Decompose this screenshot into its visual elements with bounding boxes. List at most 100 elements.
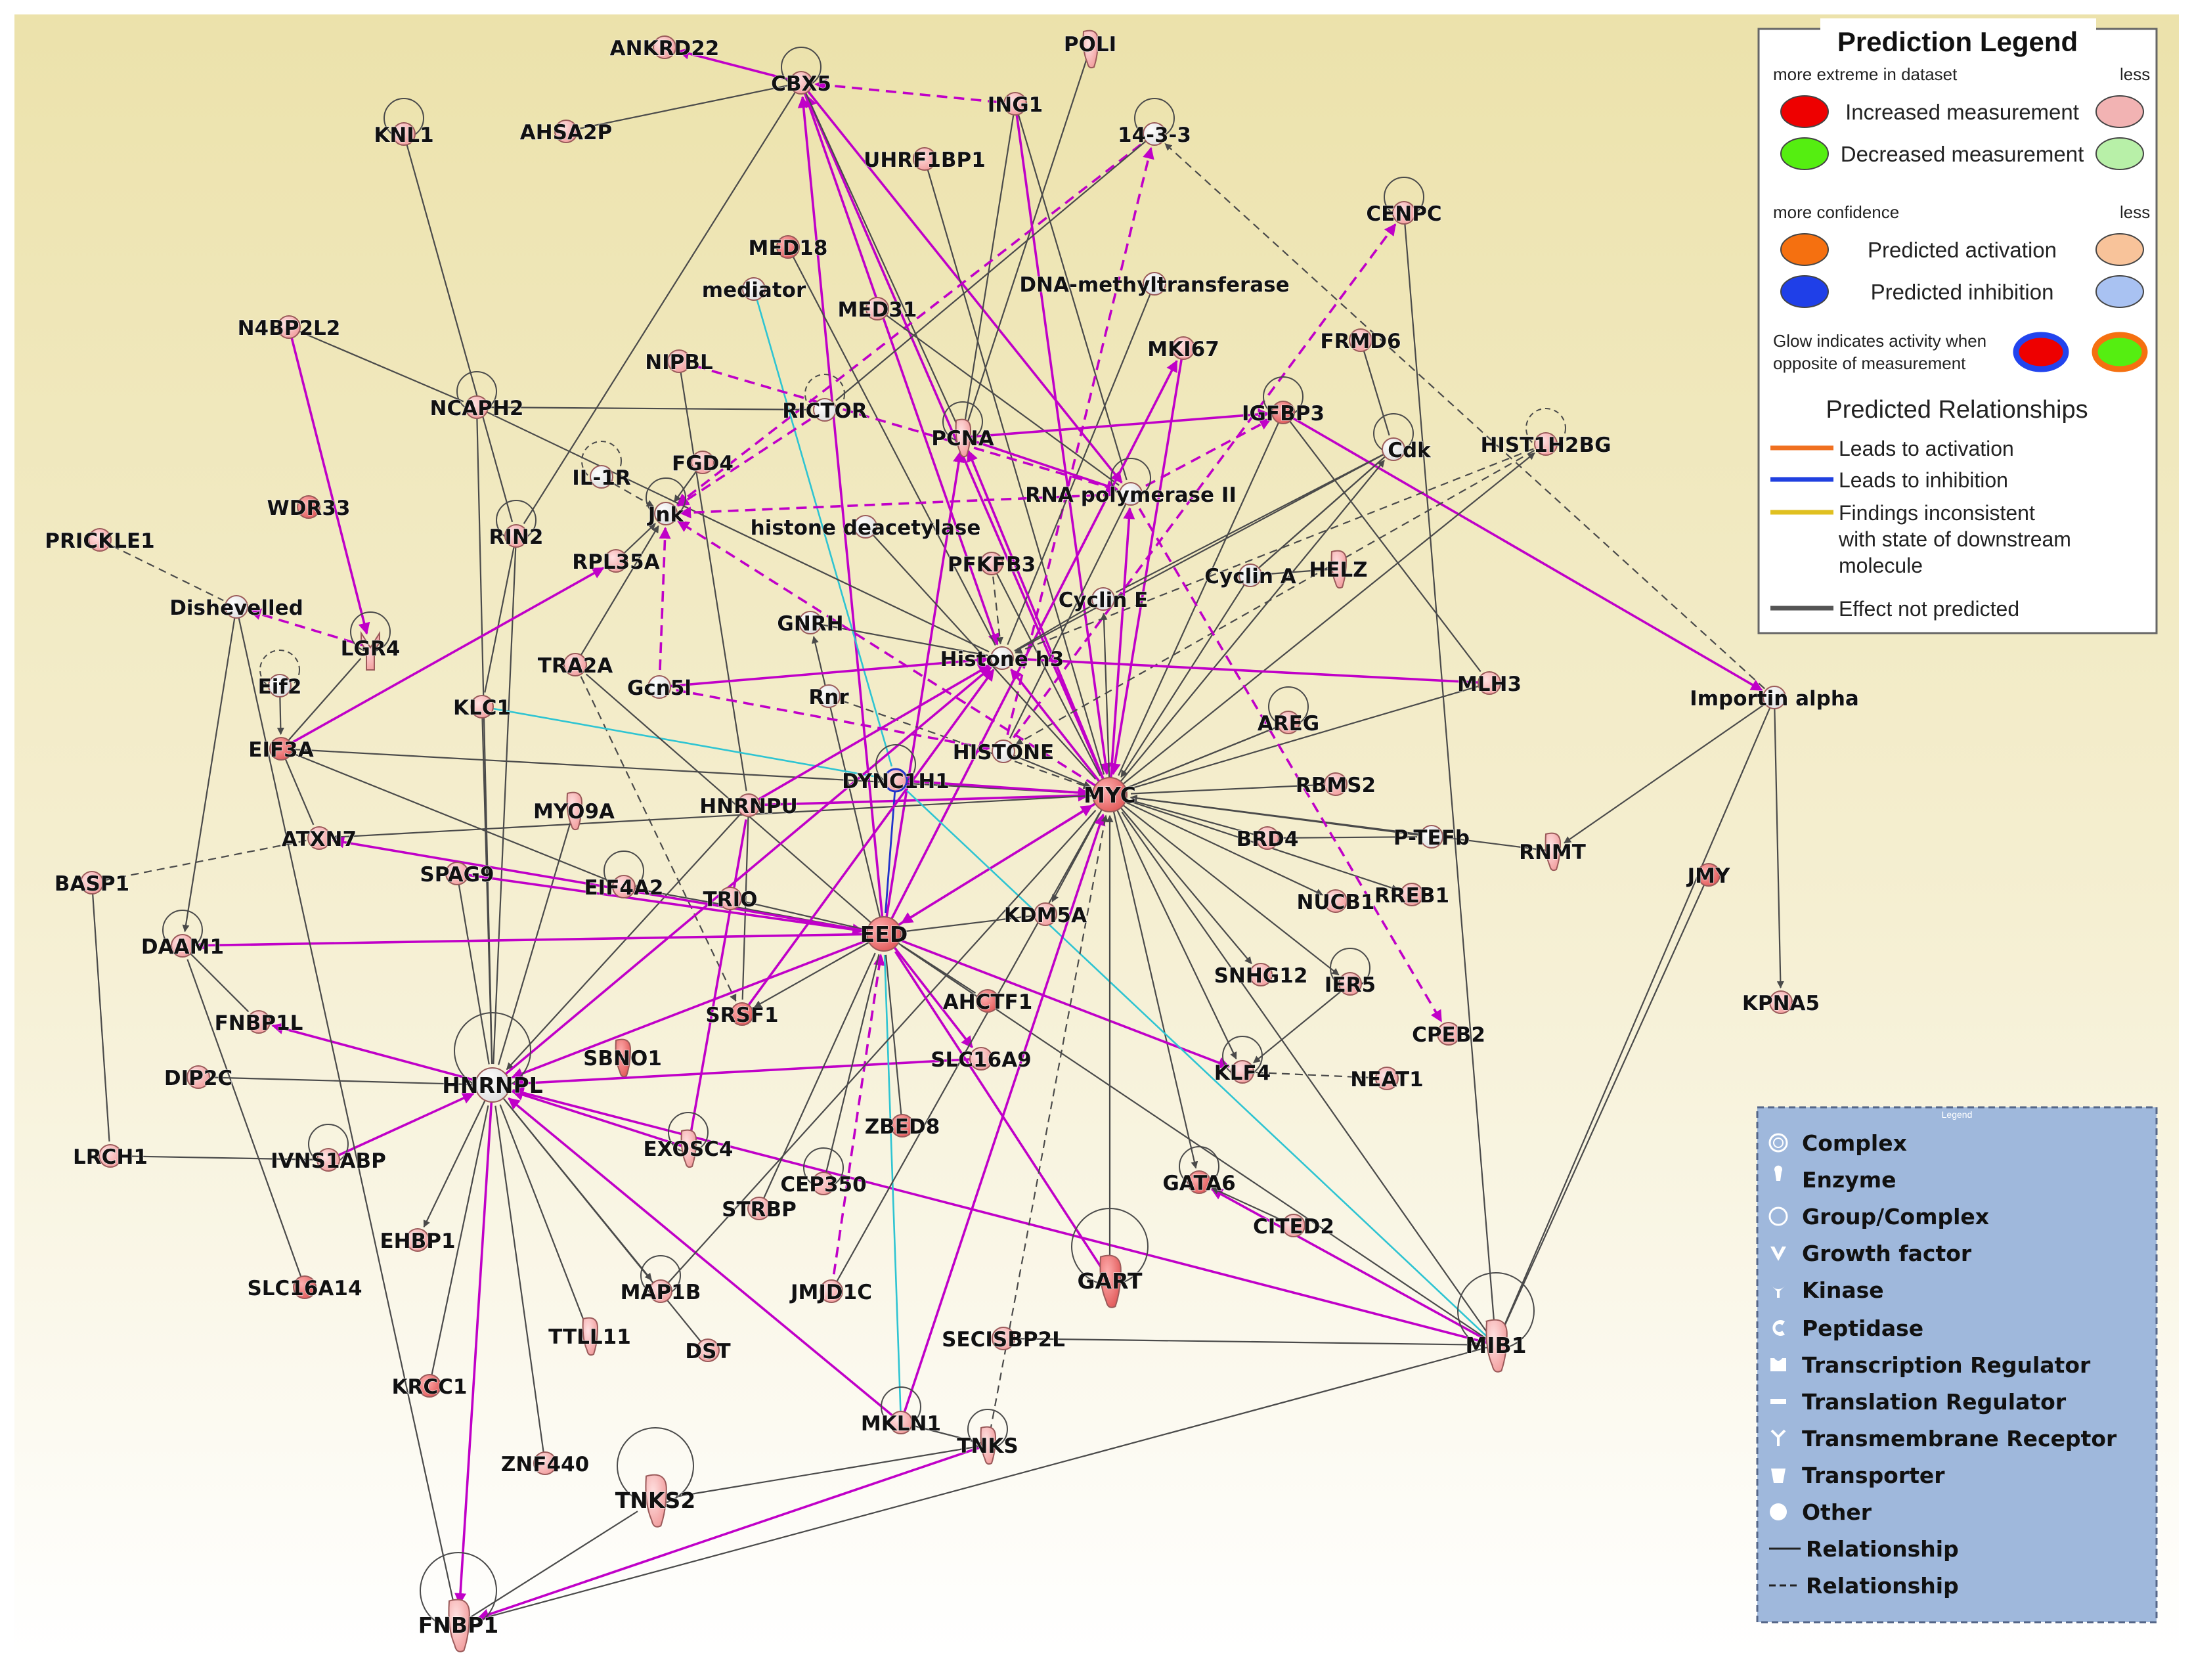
node-snhg12[interactable]: SNHG12 bbox=[1214, 963, 1308, 988]
node-rnapii[interactable]: RNA polymerase II bbox=[1025, 482, 1237, 508]
node-prickle1[interactable]: PRICKLE1 bbox=[45, 528, 155, 554]
node-cycline[interactable]: Cyclin E bbox=[1058, 587, 1149, 613]
node-fnbp1[interactable]: FNBP1 bbox=[418, 1599, 499, 1652]
node-mki67[interactable]: MKI67 bbox=[1147, 336, 1219, 362]
node-ing1[interactable]: ING1 bbox=[987, 92, 1043, 118]
node-cdk[interactable]: Cdk bbox=[1382, 437, 1432, 463]
node-nucb1[interactable]: NUCB1 bbox=[1296, 889, 1375, 915]
node-histoneh3[interactable]: Histone h3 bbox=[940, 646, 1064, 672]
node-basp1[interactable]: BASP1 bbox=[54, 871, 130, 896]
node-secisbp2l[interactable]: SECISBP2L bbox=[942, 1327, 1065, 1352]
node-eed[interactable]: EED bbox=[860, 916, 908, 952]
node-klf4[interactable]: KLF4 bbox=[1214, 1060, 1271, 1086]
node-dst[interactable]: DST bbox=[685, 1338, 731, 1364]
node-srsf1[interactable]: SRSF1 bbox=[705, 1002, 779, 1028]
node-ttll11[interactable]: TTLL11 bbox=[548, 1317, 631, 1356]
node-map1b[interactable]: MAP1B bbox=[620, 1279, 701, 1305]
node-dync1h1[interactable]: DYNC1H1 bbox=[842, 768, 950, 794]
node-znf440[interactable]: ZNF440 bbox=[500, 1451, 590, 1477]
node-myc[interactable]: MYC bbox=[1084, 777, 1136, 812]
node-strbp[interactable]: STRBP bbox=[722, 1197, 797, 1222]
node-slc16a9[interactable]: SLC16A9 bbox=[931, 1047, 1032, 1072]
node-mib1[interactable]: MIB1 bbox=[1465, 1319, 1527, 1373]
node-kpna5[interactable]: KPNA5 bbox=[1742, 990, 1820, 1016]
node-tnks[interactable]: TNKS bbox=[957, 1426, 1019, 1465]
node-med18[interactable]: MED18 bbox=[748, 235, 828, 261]
node-cbx5[interactable]: CBX5 bbox=[771, 71, 831, 97]
node-cpeb2[interactable]: CPEB2 bbox=[1412, 1022, 1485, 1048]
node-ivns1abp[interactable]: IVNS1ABP bbox=[271, 1148, 386, 1174]
node-sbno1[interactable]: SBNO1 bbox=[583, 1038, 662, 1078]
node-hist1h2bg[interactable]: HIST1H2BG bbox=[1480, 432, 1611, 458]
node-krcc1[interactable]: KRCC1 bbox=[391, 1374, 468, 1400]
node-ahsa2p[interactable]: AHSA2P bbox=[519, 120, 613, 145]
node-daam1[interactable]: DAAM1 bbox=[141, 934, 225, 960]
node-gnrh[interactable]: GNRH bbox=[777, 611, 844, 636]
node-rictor[interactable]: RICTOR bbox=[782, 398, 867, 424]
node-myo9a[interactable]: MYO9A bbox=[533, 791, 615, 831]
node-tnks2[interactable]: TNKS2 bbox=[615, 1474, 696, 1528]
node-helz[interactable]: HELZ bbox=[1309, 550, 1368, 589]
node-ankrd22[interactable]: ANKRD22 bbox=[609, 35, 720, 61]
node-exosc4[interactable]: EXOSC4 bbox=[643, 1129, 734, 1168]
node-kdm5a[interactable]: KDM5A bbox=[1003, 902, 1087, 928]
node-1433[interactable]: 14-3-3 bbox=[1117, 122, 1192, 148]
node-n4bp2l2[interactable]: N4BP2L2 bbox=[237, 315, 341, 341]
node-importin[interactable]: Importin alpha bbox=[1690, 686, 1859, 711]
node-cep350[interactable]: CEP350 bbox=[780, 1172, 867, 1197]
node-hnrnpl[interactable]: HNRNPL bbox=[442, 1067, 543, 1103]
node-wdr33[interactable]: WDR33 bbox=[267, 495, 351, 521]
node-eif3a[interactable]: EIF3A bbox=[248, 737, 314, 763]
node-jmjd1c[interactable]: JMJD1C bbox=[789, 1279, 872, 1305]
node-igfbp3[interactable]: IGFBP3 bbox=[1241, 401, 1325, 426]
node-gart[interactable]: GART bbox=[1077, 1254, 1143, 1308]
node-rnr[interactable]: Rnr bbox=[808, 684, 850, 710]
node-slc16a14[interactable]: SLC16A14 bbox=[247, 1275, 362, 1301]
node-il1r[interactable]: IL-1R bbox=[572, 465, 631, 491]
node-dip2c[interactable]: DIP2C bbox=[164, 1065, 233, 1091]
node-spag9[interactable]: SPAG9 bbox=[420, 862, 494, 887]
node-ehbp1[interactable]: EHBP1 bbox=[380, 1228, 456, 1254]
node-rnmt[interactable]: RNMT bbox=[1519, 832, 1586, 872]
node-eif2[interactable]: Eif2 bbox=[257, 674, 302, 699]
node-hdac[interactable]: histone deacetylase bbox=[750, 515, 981, 541]
node-jnk[interactable]: Jnk bbox=[646, 502, 685, 527]
node-ahctf1[interactable]: AHCTF1 bbox=[942, 989, 1033, 1015]
node-klc1[interactable]: KLC1 bbox=[452, 695, 512, 720]
node-pcna[interactable]: PCNA bbox=[931, 418, 994, 458]
node-rpl35a[interactable]: RPL35A bbox=[572, 549, 660, 575]
node-fnbp1l[interactable]: FNBP1L bbox=[214, 1010, 303, 1036]
node-hnrnpu[interactable]: HNRNPU bbox=[699, 793, 798, 819]
node-med31[interactable]: MED31 bbox=[837, 297, 917, 322]
node-cited2[interactable]: CITED2 bbox=[1253, 1214, 1334, 1239]
node-dnamt[interactable]: DNA-methyltransferase bbox=[1019, 272, 1290, 298]
node-rbms2[interactable]: RBMS2 bbox=[1295, 772, 1376, 798]
node-tra2a[interactable]: TRA2A bbox=[537, 653, 613, 678]
node-lrch1[interactable]: LRCH1 bbox=[73, 1144, 148, 1170]
node-mlh3[interactable]: MLH3 bbox=[1457, 671, 1522, 697]
node-brd4[interactable]: BRD4 bbox=[1236, 826, 1299, 852]
node-atxn7[interactable]: ATXN7 bbox=[281, 826, 357, 852]
node-histone[interactable]: HISTONE bbox=[952, 740, 1055, 765]
node-mediator[interactable]: mediator bbox=[701, 277, 806, 303]
node-zbed8[interactable]: ZBED8 bbox=[864, 1114, 940, 1139]
node-nipbl[interactable]: NIPBL bbox=[645, 349, 713, 375]
node-lgr4[interactable]: LGR4 bbox=[340, 630, 401, 671]
node-frmd6[interactable]: FRMD6 bbox=[1320, 328, 1401, 354]
node-pfkfb3[interactable]: PFKFB3 bbox=[947, 552, 1036, 577]
node-poli[interactable]: POLI bbox=[1063, 30, 1117, 69]
node-cyclina[interactable]: Cyclin A bbox=[1204, 564, 1296, 589]
node-uhrf1bp1[interactable]: UHRF1BP1 bbox=[864, 147, 986, 173]
node-fgd4[interactable]: FGD4 bbox=[672, 451, 734, 476]
node-dishevelled[interactable]: Dishevelled bbox=[169, 595, 303, 621]
node-trio[interactable]: TRIO bbox=[703, 887, 758, 912]
node-ptefb[interactable]: P-TEFb bbox=[1393, 825, 1470, 851]
node-neat1[interactable]: NEAT1 bbox=[1350, 1067, 1424, 1092]
node-mkln1[interactable]: MKLN1 bbox=[860, 1411, 942, 1436]
node-eif4a2[interactable]: EIF4A2 bbox=[584, 875, 664, 900]
node-gcn5l[interactable]: Gcn5l bbox=[626, 675, 692, 701]
node-ncaph2[interactable]: NCAPH2 bbox=[429, 395, 524, 421]
node-jmy[interactable]: JMY bbox=[1686, 863, 1730, 889]
node-knl1[interactable]: KNL1 bbox=[374, 122, 434, 148]
node-areg[interactable]: AREG bbox=[1257, 711, 1320, 736]
